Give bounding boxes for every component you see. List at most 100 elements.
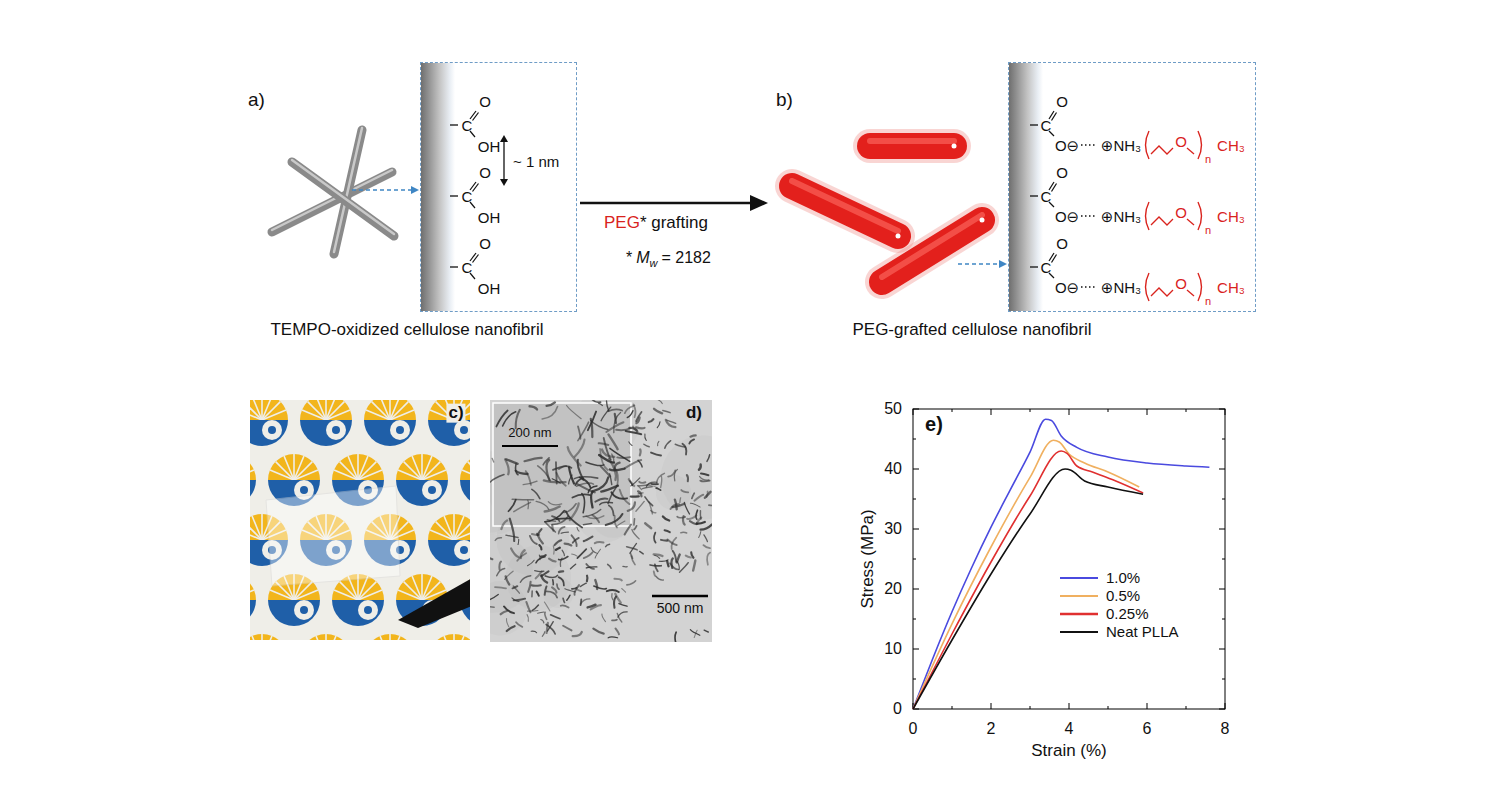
nanofibril-speck	[512, 598, 519, 602]
panel-label: e)	[925, 413, 943, 435]
nanofibril-speck	[569, 467, 574, 483]
nanofibril-speck	[542, 407, 557, 419]
tick-mark	[913, 649, 919, 650]
nanofibril-speck	[674, 469, 677, 480]
logo-blue	[422, 480, 448, 506]
logo-blue	[454, 540, 470, 566]
logo-ray	[421, 574, 423, 600]
nanofibril-speck	[545, 612, 547, 619]
nanofibril-speck	[612, 454, 614, 462]
logo-dot	[268, 426, 276, 434]
nanofibril-speck	[559, 527, 565, 534]
nanofibril-speck	[701, 473, 709, 475]
nanofibril-speck	[545, 575, 557, 577]
logo-blue	[250, 420, 262, 446]
tick-mark	[1186, 409, 1187, 412]
nanofibril-speck	[666, 420, 676, 427]
logo-blue	[250, 480, 256, 506]
chem-group-text: OH	[478, 281, 501, 298]
fibril-surface	[421, 63, 455, 311]
logo-blue	[262, 420, 288, 446]
nanofibril-speck	[545, 522, 555, 532]
logo-symbol	[364, 634, 416, 640]
logo-ray	[250, 590, 254, 600]
nanofibril-speck	[679, 498, 681, 503]
nanofibril-speck	[654, 533, 656, 543]
nanofibril-speck	[572, 494, 590, 497]
nanofibril-speck	[651, 453, 661, 456]
logo-ray	[454, 636, 464, 640]
nanofibril-speck	[627, 411, 633, 418]
panel-label: d)	[686, 404, 702, 423]
logo-ray	[252, 400, 262, 420]
logo-ray	[404, 462, 422, 480]
tick-mark	[1222, 619, 1225, 620]
nanofibril-speck	[552, 516, 568, 524]
nanofibril-speck	[646, 485, 657, 487]
logo-ray	[262, 636, 272, 640]
reaction-note: *	[626, 249, 632, 267]
nanofibril-speck	[707, 553, 710, 565]
reaction-note: w	[650, 257, 658, 269]
logo-dot	[300, 606, 308, 614]
nanofibril-speck	[518, 539, 520, 544]
nanofibril-speck	[591, 492, 592, 508]
logo-ray	[252, 516, 262, 540]
nanofibril-speck	[499, 562, 501, 570]
nanofibril-speck	[682, 444, 686, 455]
panel-label: a)	[248, 90, 265, 111]
chem-group-text: CH₃	[1217, 209, 1245, 226]
panel-label: b)	[776, 90, 793, 111]
nanofibril-speck	[581, 599, 590, 604]
nanofibril-speck	[618, 612, 627, 617]
tick-mark	[913, 559, 916, 560]
logo-blue	[358, 600, 384, 626]
nanofibril-speck	[578, 422, 589, 441]
nanofibril-speck	[622, 589, 626, 593]
nanofibril-speck	[532, 605, 538, 610]
logo-ring	[454, 540, 470, 560]
nanofibril-speck	[644, 444, 649, 447]
axis-title: Stress (MPa)	[859, 509, 878, 608]
nanofibril-speck	[661, 539, 667, 542]
plot-frame	[913, 409, 1225, 709]
tick-mark	[913, 499, 916, 500]
bond	[450, 124, 458, 125]
tweezers	[398, 578, 470, 628]
tick-mark	[1030, 409, 1031, 412]
logo-ring	[262, 420, 282, 440]
nanofibril-speck	[506, 576, 509, 584]
film-photo	[250, 400, 470, 640]
bond	[1030, 124, 1038, 125]
nanofibril-speck	[657, 473, 665, 483]
logo-ray	[326, 410, 350, 420]
nanofibril-speck	[577, 615, 581, 619]
tick-mark	[1219, 589, 1225, 590]
tick-mark	[913, 529, 919, 530]
logo-ray	[390, 636, 400, 640]
fibril-surface	[1009, 63, 1043, 311]
logo-symbol	[250, 400, 288, 446]
nanofibril-speck	[665, 530, 670, 532]
nanofibril-speck	[552, 580, 554, 585]
nanofibril-speck	[607, 590, 619, 592]
peg-bracket	[1146, 131, 1150, 159]
logo-ray	[421, 454, 423, 480]
nanofibril-speck	[610, 448, 630, 461]
nanofibril-speck	[588, 486, 597, 493]
nanofibril-speck	[629, 428, 637, 432]
nanofibril-speck	[707, 455, 710, 462]
logo-ray	[316, 636, 326, 640]
nanofibril-speck	[536, 571, 542, 578]
logo-ray	[294, 590, 318, 600]
logo-blue	[268, 600, 294, 626]
nanofibril-speck	[504, 607, 514, 614]
nanofibril-speck	[572, 554, 577, 556]
nanofibril-speck	[542, 632, 545, 637]
logo-ray	[454, 530, 470, 540]
nanofibril-speck	[592, 400, 600, 402]
nanofibril-speck	[513, 586, 519, 593]
tick-mark	[1225, 703, 1226, 709]
tick-label: 40	[884, 460, 902, 478]
tem-ground	[490, 400, 712, 642]
